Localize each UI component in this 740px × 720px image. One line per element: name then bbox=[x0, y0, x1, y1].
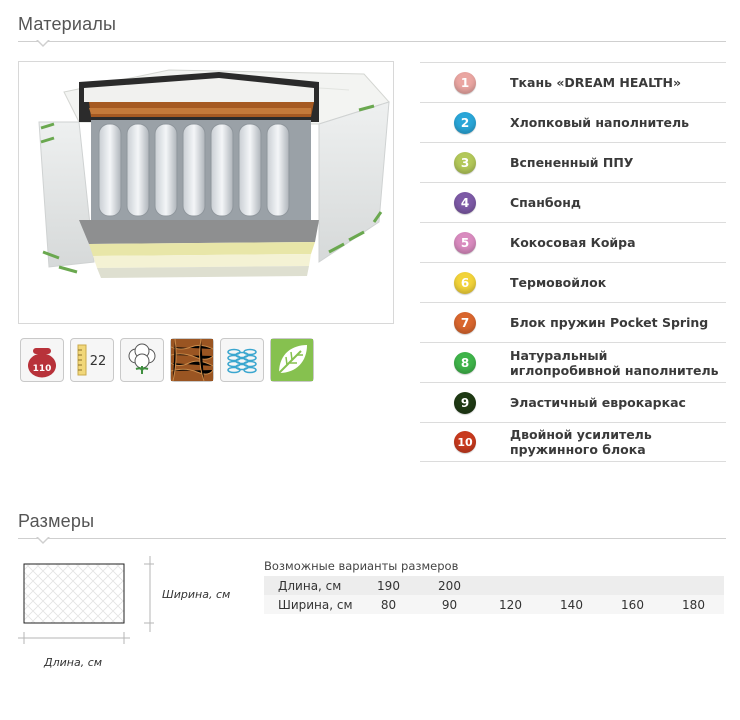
table-cell: 190 bbox=[377, 578, 400, 593]
row-header: Ширина, см bbox=[278, 597, 353, 612]
table-cell: 180 bbox=[682, 597, 705, 612]
table-row: Ширина, см 80 90 120 140 160 180 bbox=[264, 595, 724, 614]
material-label: Натуральный иглопробивной наполнитель bbox=[510, 347, 719, 378]
material-number-badge: 6 bbox=[454, 271, 476, 294]
material-item: 8 Натуральный иглопробивной наполнитель bbox=[420, 342, 726, 382]
material-label: Кокосовая Койра bbox=[510, 235, 636, 250]
table-cell: 160 bbox=[621, 597, 644, 612]
row-header: Длина, см bbox=[278, 578, 342, 593]
coconut-icon bbox=[170, 338, 214, 382]
table-cell: 120 bbox=[499, 597, 522, 612]
material-label: Блок пружин Pocket Spring bbox=[510, 315, 709, 330]
springs-icon bbox=[220, 338, 264, 382]
feature-icons: 110 22 bbox=[20, 338, 314, 382]
material-label: Эластичный еврокаркас bbox=[510, 395, 686, 410]
material-number-badge: 8 bbox=[454, 351, 476, 374]
material-item: 5 Кокосовая Койра bbox=[420, 222, 726, 262]
table-cell bbox=[663, 576, 724, 595]
svg-text:110: 110 bbox=[33, 364, 52, 374]
height-icon: 22 bbox=[70, 338, 114, 382]
weight-icon: 110 bbox=[20, 338, 64, 382]
material-number-badge: 7 bbox=[454, 311, 476, 334]
material-number-badge: 5 bbox=[454, 231, 476, 254]
material-number-badge: 10 bbox=[454, 431, 476, 453]
table-cell: 80 bbox=[380, 597, 397, 612]
material-item: 2 Хлопковый наполнитель bbox=[420, 102, 726, 142]
size-diagram: Ширина, см Длина, см bbox=[18, 556, 238, 676]
material-number-badge: 9 bbox=[454, 391, 476, 414]
material-item: 9 Эластичный еврокаркас bbox=[420, 382, 726, 422]
sizes-divider bbox=[18, 536, 726, 544]
sizes-table: Длина, см 190 200 Ширина, см 80 90 120 1… bbox=[264, 576, 724, 614]
materials-divider bbox=[18, 39, 726, 47]
material-item: 3 Вспененный ППУ bbox=[420, 142, 726, 182]
material-item: 10 Двойной усилитель пружинного блока bbox=[420, 422, 726, 462]
table-cell: 200 bbox=[438, 578, 461, 593]
materials-title: Материалы bbox=[18, 14, 117, 34]
material-label: Вспененный ППУ bbox=[510, 155, 634, 170]
sizes-title: Размеры bbox=[18, 511, 95, 531]
material-label: Ткань «DREAM HEALTH» bbox=[510, 75, 682, 90]
material-item: 4 Спанбонд bbox=[420, 182, 726, 222]
cotton-icon bbox=[120, 338, 164, 382]
table-cell: 140 bbox=[560, 597, 583, 612]
table-cell bbox=[480, 576, 541, 595]
table-cell bbox=[541, 576, 602, 595]
svg-text:22: 22 bbox=[90, 354, 107, 369]
table-row: Длина, см 190 200 bbox=[264, 576, 724, 595]
table-cell: 90 bbox=[441, 597, 458, 612]
leaf-icon bbox=[270, 338, 314, 382]
material-number-badge: 3 bbox=[454, 151, 476, 174]
sizes-caption: Возможные варианты размеров bbox=[264, 559, 459, 573]
material-label: Хлопковый наполнитель bbox=[510, 115, 690, 130]
material-label: Термовойлок bbox=[510, 275, 607, 290]
length-dimension-label: Длина, см bbox=[44, 656, 103, 669]
table-cell bbox=[602, 576, 663, 595]
material-item: 1 Ткань «DREAM HEALTH» bbox=[420, 62, 726, 102]
material-number-badge: 1 bbox=[454, 71, 476, 94]
width-dimension-label: Ширина, см bbox=[162, 588, 231, 601]
material-item: 7 Блок пружин Pocket Spring bbox=[420, 302, 726, 342]
mattress-cutaway-image bbox=[18, 61, 394, 324]
material-label: Двойной усилитель пружинного блока bbox=[510, 427, 652, 457]
material-number-badge: 4 bbox=[454, 191, 476, 214]
material-item: 6 Термовойлок bbox=[420, 262, 726, 302]
materials-list: 1 Ткань «DREAM HEALTH» 2 Хлопковый напол… bbox=[420, 62, 726, 462]
material-label: Спанбонд bbox=[510, 195, 581, 210]
material-number-badge: 2 bbox=[454, 111, 476, 134]
